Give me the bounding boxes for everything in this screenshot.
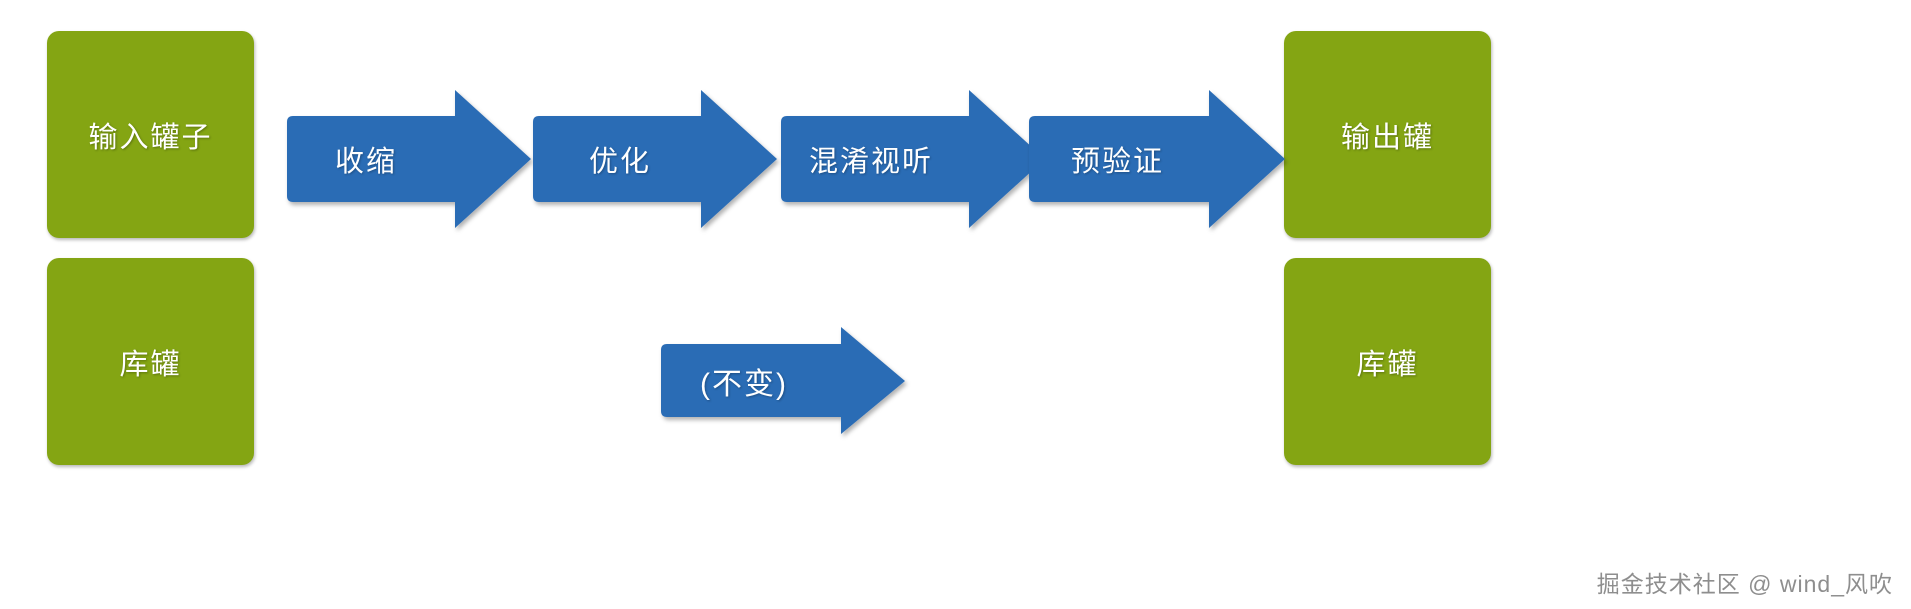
arrow-prevalid-shape — [1029, 90, 1285, 228]
box-store-right: 库罐 — [1284, 258, 1491, 465]
arrow-optimize-shape — [533, 90, 777, 228]
box-output-tank-label: 输出罐 — [1340, 121, 1434, 154]
box-input-tank-label: 输入罐子 — [88, 121, 213, 154]
arrow-prevalid: 预验证 — [1023, 90, 1285, 228]
arrow-optimize: 优化 — [527, 90, 777, 228]
arrow-unchanged-shape — [661, 327, 905, 434]
box-store-left-label: 库罐 — [119, 348, 182, 381]
box-input-tank: 输入罐子 — [47, 31, 254, 238]
box-output-tank: 输出罐 — [1284, 31, 1491, 238]
box-store-right-label: 库罐 — [1356, 348, 1419, 381]
arrow-unchanged: (不变) — [655, 327, 905, 434]
arrow-shrink-shape — [287, 90, 531, 228]
watermark-text: 掘金技术社区 @ wind_风吹 — [1596, 571, 1893, 597]
arrow-obfuscate: 混淆视听 — [775, 90, 1045, 228]
arrow-shrink: 收缩 — [281, 90, 531, 228]
box-store-left: 库罐 — [47, 258, 254, 465]
arrow-obfuscate-shape — [781, 90, 1045, 228]
